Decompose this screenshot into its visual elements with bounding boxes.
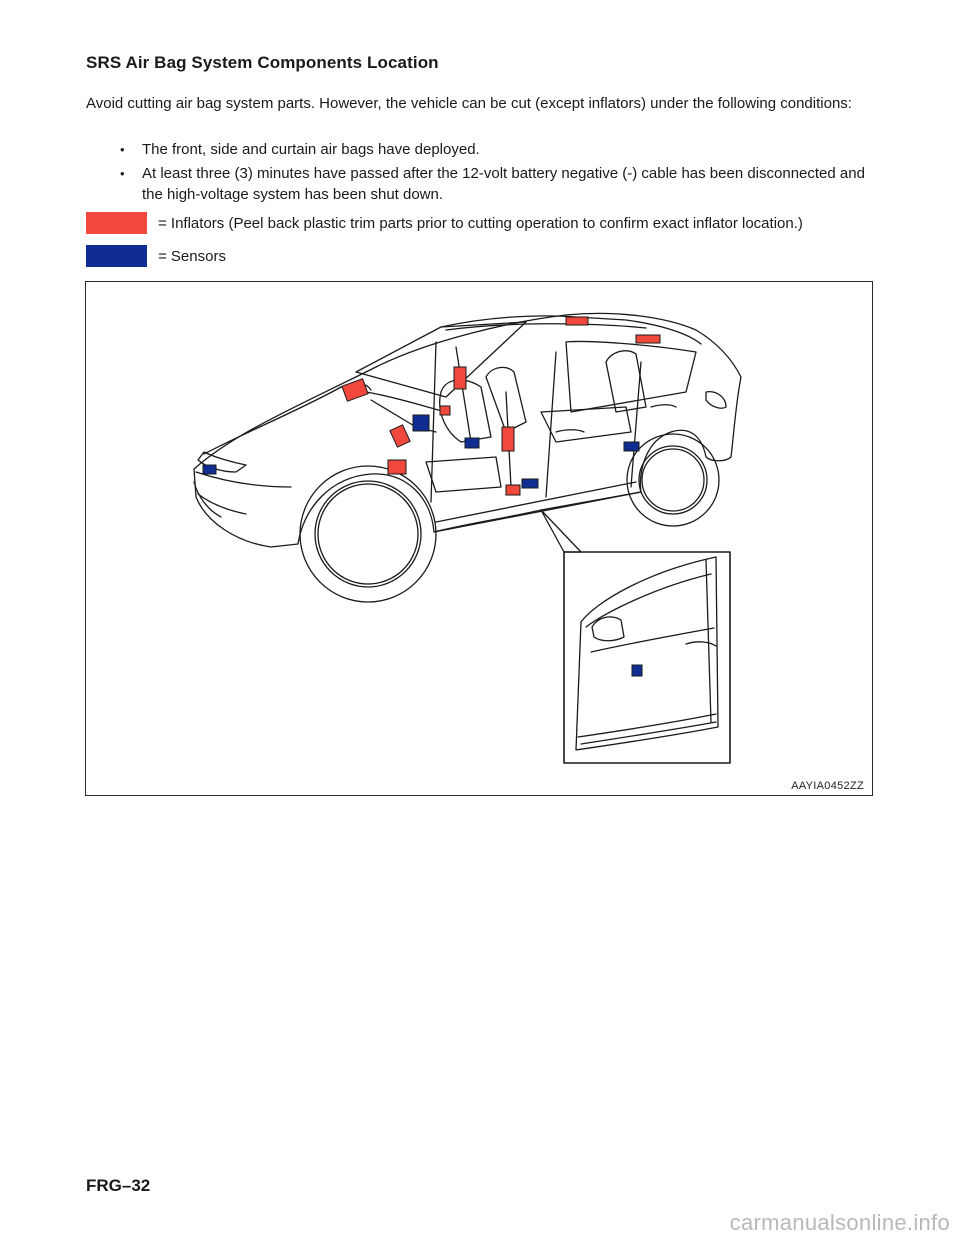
sensor-markers xyxy=(202,414,643,677)
sensor-front-crash xyxy=(202,464,217,475)
legend-sensors-label: = Sensors xyxy=(158,247,226,265)
condition-item: At least three (3) minutes have passed a… xyxy=(120,163,880,205)
legend-inflators-label: = Inflators (Peel back plastic trim part… xyxy=(158,214,803,232)
vehicle-diagram xyxy=(193,312,742,764)
legend-sensors: = Sensors xyxy=(86,245,226,267)
conditions-list: The front, side and curtain air bags hav… xyxy=(120,139,880,208)
sensor-color-swatch xyxy=(86,245,147,267)
inflator-color-swatch xyxy=(86,212,147,234)
condition-item: The front, side and curtain air bags hav… xyxy=(120,139,880,160)
intro-paragraph: Avoid cutting air bag system parts. Howe… xyxy=(86,95,852,112)
sensor-rear-pillar xyxy=(623,441,640,452)
inflator-curtain-rear xyxy=(635,334,661,344)
inflator-curtain-front xyxy=(565,316,589,326)
inflator-passenger-front xyxy=(389,424,411,448)
watermark: carmanualsonline.info xyxy=(729,1210,950,1235)
page-title: SRS Air Bag System Components Location xyxy=(86,53,439,72)
inflator-steering xyxy=(341,378,369,402)
page-number: FRG–32 xyxy=(86,1176,151,1195)
vehicle-diagram-figure: AAYIA0452ZZ xyxy=(85,281,873,796)
inflator-knee xyxy=(387,459,407,475)
legend-inflators: = Inflators (Peel back plastic trim part… xyxy=(86,212,803,234)
inflator-markers xyxy=(341,316,661,496)
sensor-floor-center xyxy=(521,478,539,489)
vehicle-body-outline xyxy=(193,312,742,548)
sensor-floor-front xyxy=(464,437,480,449)
inflator-pillar xyxy=(453,366,467,390)
sensor-door-pressure xyxy=(631,664,643,677)
inflator-belt-anchor xyxy=(505,484,521,496)
inflator-seat-side xyxy=(501,426,515,452)
figure-code: AAYIA0452ZZ xyxy=(791,780,864,792)
inflator-dash-center xyxy=(439,405,451,416)
sensor-control-unit xyxy=(412,414,430,432)
